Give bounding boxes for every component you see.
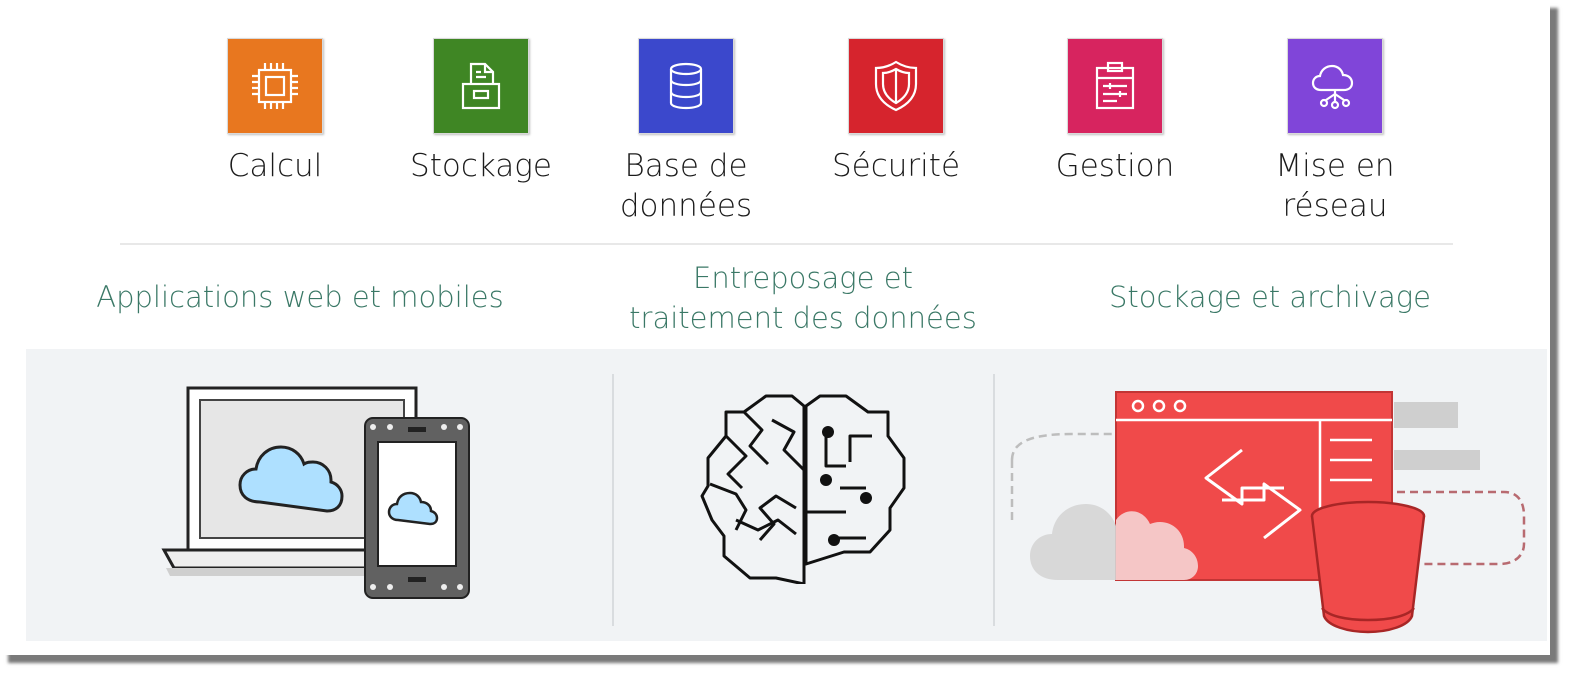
service-storage[interactable]: Stockage	[391, 38, 571, 186]
service-label: Calcul	[227, 148, 323, 184]
chip-icon	[227, 38, 323, 134]
illustration-separator	[612, 374, 614, 626]
clipboard-icon	[1067, 38, 1163, 134]
shield-icon	[848, 38, 944, 134]
service-database[interactable]: Base de données	[596, 38, 776, 226]
use-case-title-web-mobile: Applications web et mobiles	[96, 280, 504, 314]
storage-icon	[433, 38, 529, 134]
service-label: Base de données	[619, 148, 753, 224]
devices-cloud-icon	[161, 386, 470, 599]
services-card: Calcul Stockage Base de données	[26, 38, 1547, 641]
use-case-title-data-processing: Entreposage et traitement des données	[629, 261, 977, 335]
service-management[interactable]: Gestion	[1025, 38, 1205, 186]
brain-circuit-icon	[700, 394, 906, 584]
section-divider	[120, 243, 1453, 245]
service-compute[interactable]: Calcul	[185, 38, 365, 186]
service-label: Mise en réseau	[1275, 148, 1395, 224]
database-icon	[638, 38, 734, 134]
service-security[interactable]: Sécurité	[806, 38, 986, 186]
service-label: Sécurité	[831, 148, 961, 184]
service-label: Gestion	[1055, 148, 1175, 184]
cloud-network-icon	[1287, 38, 1383, 134]
service-networking[interactable]: Mise en réseau	[1245, 38, 1425, 226]
illustration-separator	[993, 374, 995, 626]
use-case-title-storage-archive: Stockage et archivage	[1108, 280, 1432, 314]
cloud-sync-bucket-icon	[1010, 391, 1526, 634]
service-label: Stockage	[410, 148, 552, 184]
